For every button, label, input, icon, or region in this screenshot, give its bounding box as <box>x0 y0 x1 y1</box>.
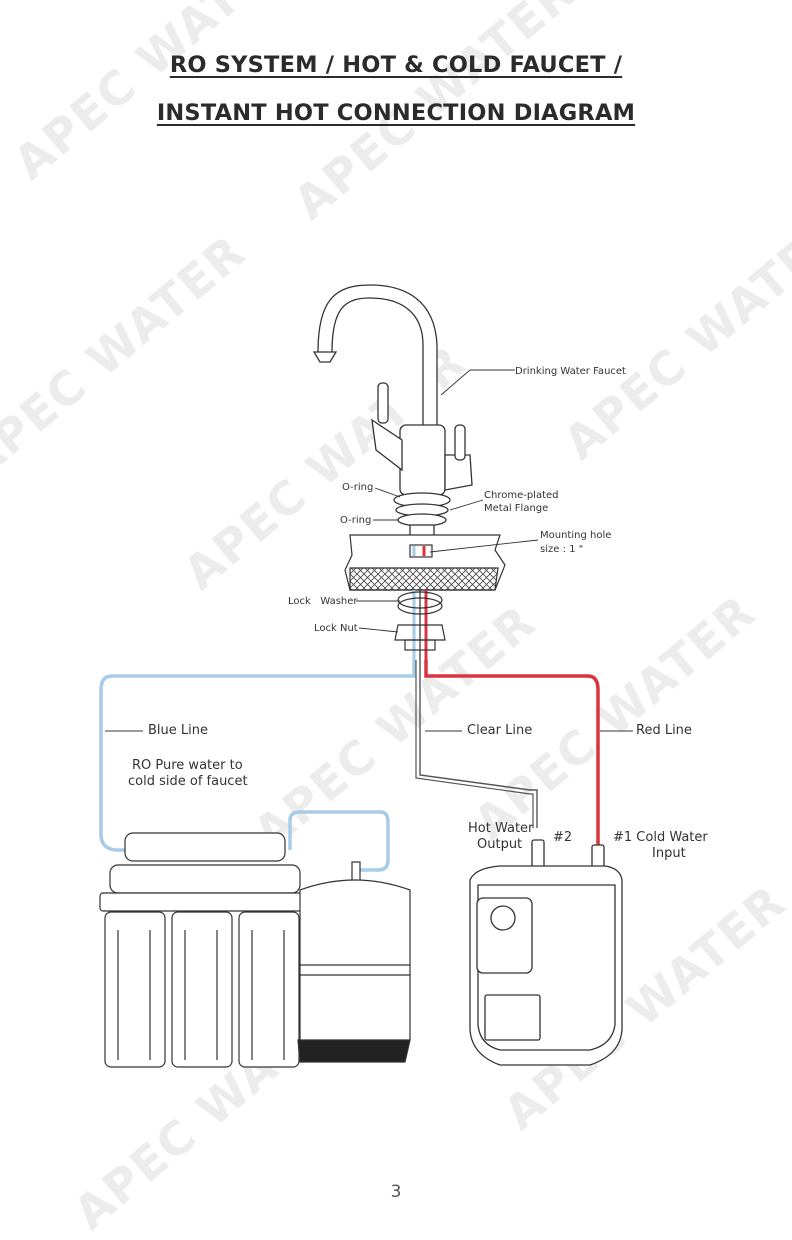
hot-water-output-label-1: Hot Water <box>468 821 534 836</box>
lock-washer-label: Lock Washer <box>288 596 358 607</box>
ro-pure-water-label-2: cold side of faucet <box>128 774 248 789</box>
countertop <box>344 534 506 591</box>
cold-water-input-label-1: #1 Cold Water <box>613 830 708 845</box>
chrome-flange-label-2: Metal Flange <box>484 503 549 514</box>
ro-system <box>99 832 306 1068</box>
clear-line-tube <box>419 660 538 828</box>
mounting-hole-label-1: Mounting hole <box>540 530 612 541</box>
leader-lines <box>105 369 633 732</box>
storage-tank <box>297 861 411 1063</box>
lock-nut <box>394 624 446 651</box>
clear-line-label: Clear Line <box>467 723 533 738</box>
o-ring-top-label: O-ring <box>342 482 374 493</box>
lock-washer <box>397 591 443 615</box>
faucet <box>312 284 473 546</box>
mounting-hole-label-2: size : 1 " <box>540 544 584 555</box>
drinking-water-faucet-label: Drinking Water Faucet <box>515 366 626 377</box>
page-title-line1: RO SYSTEM / HOT & COLD FAUCET / <box>169 52 623 78</box>
red-line-label: Red Line <box>636 723 692 738</box>
cold-water-input-label-2: Input <box>652 846 686 861</box>
red-line-tube <box>424 660 600 845</box>
blue-line-label: Blue Line <box>148 723 208 738</box>
ro-pure-water-label-1: RO Pure water to <box>132 758 243 773</box>
port-2-label: #2 <box>553 830 573 845</box>
o-ring-bottom-label: O-ring <box>340 515 372 526</box>
hot-water-tank <box>469 839 623 1066</box>
blue-line-tube <box>99 660 416 852</box>
chrome-flange-label-1: Chrome-plated <box>484 490 559 501</box>
lock-nut-label: Lock Nut <box>314 623 358 634</box>
page-number: 3 <box>390 1182 402 1202</box>
hot-water-output-label-2: Output <box>477 837 523 852</box>
ro-to-tank-loop <box>288 810 390 872</box>
page-title-line2: INSTANT HOT CONNECTION DIAGRAM <box>156 100 636 126</box>
